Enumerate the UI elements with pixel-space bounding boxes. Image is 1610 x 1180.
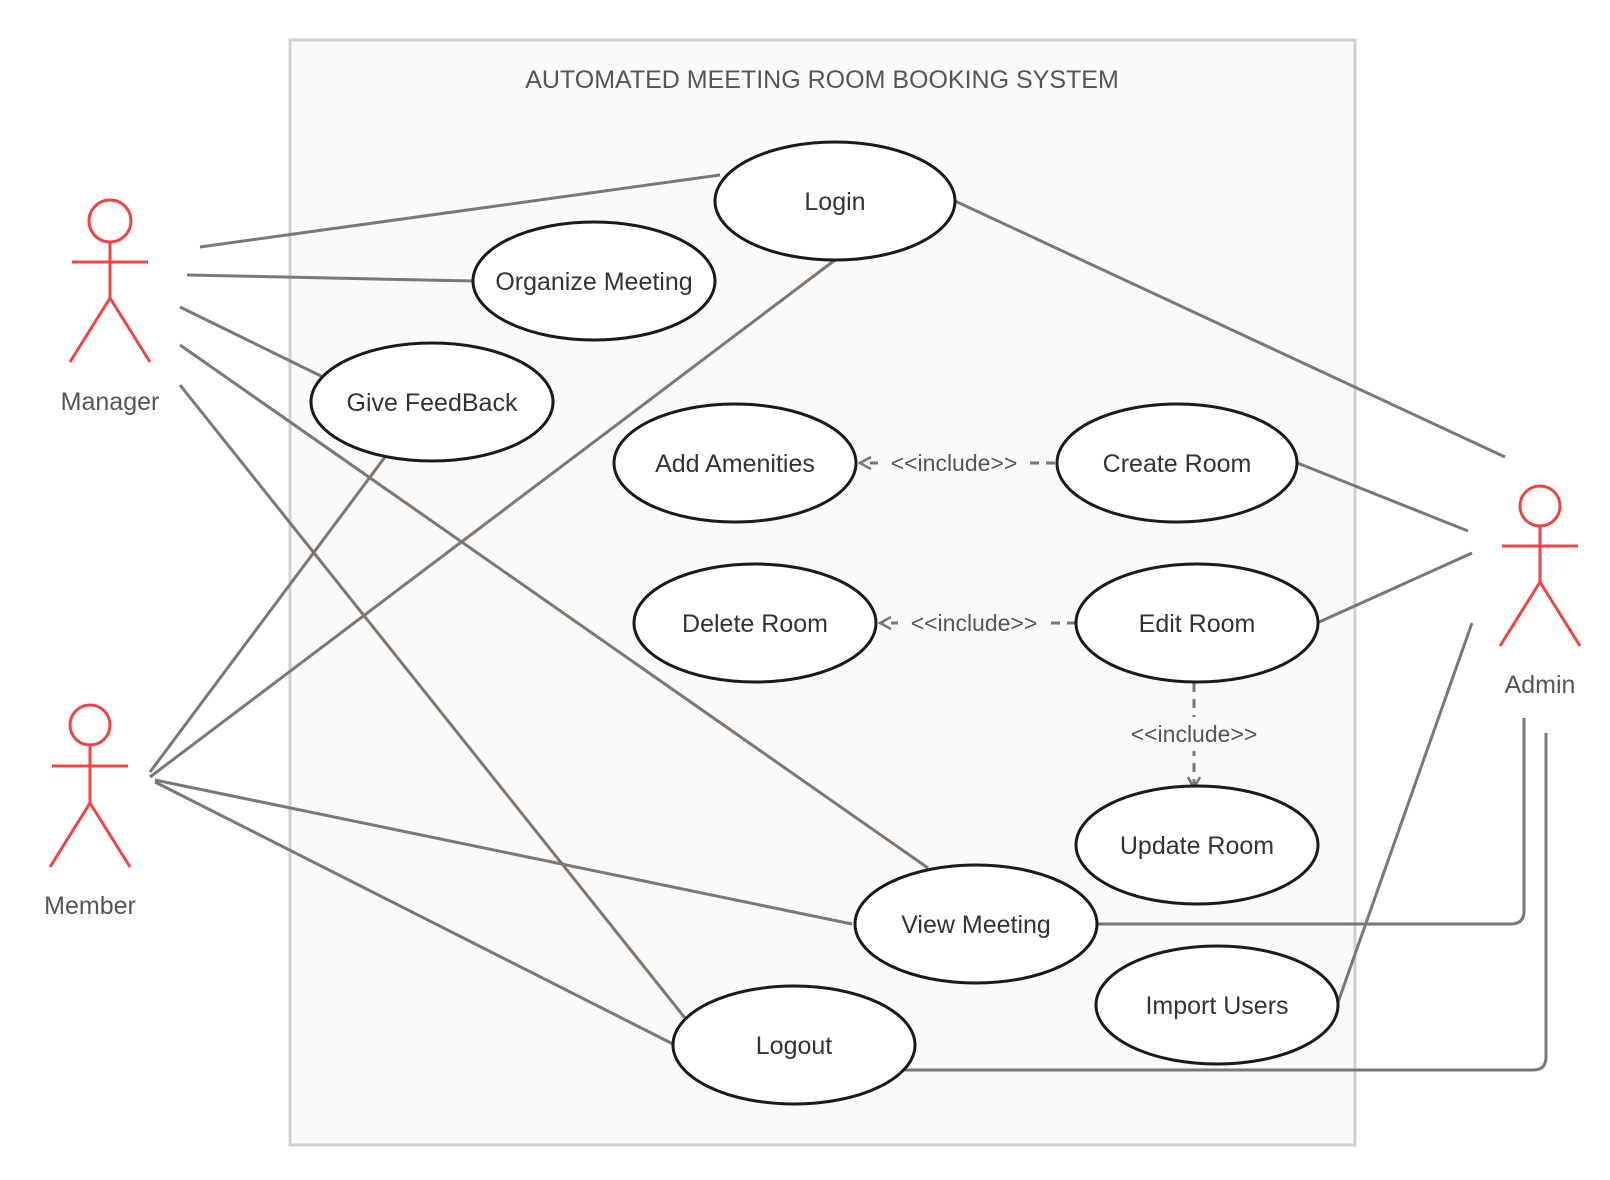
assoc-admin-importusers [1334,622,1474,1009]
include-label-bg [898,606,1050,640]
use-case-organize-meeting[interactable]: Organize Meeting [471,220,717,342]
actor-member[interactable]: Member [44,703,136,920]
actor-label-admin: Admin [1505,671,1576,699]
use-case-label: Give FeedBack [347,389,518,417]
assoc-admin-login [954,199,1506,459]
use-case-label: Delete Room [682,610,828,638]
assoc-manager-login [199,173,721,249]
actor-admin[interactable]: Admin [1498,484,1582,699]
use-case-label: Logout [756,1032,833,1060]
use-case-label: Organize Meeting [495,268,692,296]
include-label-bg [878,446,1030,480]
use-case-delete-room[interactable]: Delete Room [632,562,878,684]
assoc-member-viewmeeting [154,778,853,926]
assoc-member-feedback [148,456,387,773]
assoc-member-login [149,258,836,779]
use-case-logout[interactable]: Logout [671,984,917,1106]
use-case-label: Update Room [1120,832,1274,860]
actor-head-icon [68,703,112,747]
include-label-create: <<include>> [891,450,1018,476]
use-cases: Login Organize Meeting Give FeedBack Add… [309,140,1340,1106]
use-case-view-meeting[interactable]: View Meeting [853,863,1099,985]
include-label-edit: <<include>> [911,610,1038,636]
actor-head-icon [87,198,133,244]
use-case-label: View Meeting [901,911,1051,939]
use-case-create-room[interactable]: Create Room [1055,402,1299,524]
use-case-update-room[interactable]: Update Room [1074,784,1320,906]
use-case-give-feedback[interactable]: Give FeedBack [309,341,555,463]
use-case-label: Edit Room [1139,610,1256,638]
use-case-label: Add Amenities [655,450,815,478]
include-label-bg [1118,717,1270,751]
actor-label-member: Member [44,892,136,920]
use-case-edit-room[interactable]: Edit Room [1074,562,1320,684]
assoc-member-logout [154,780,674,1046]
use-case-label: Login [804,188,865,216]
assoc-admin-createroom [1294,460,1469,533]
use-case-label: Import Users [1145,992,1288,1020]
use-case-add-amenities[interactable]: Add Amenities [612,402,858,524]
assoc-manager-feedback [179,305,326,380]
assoc-admin-editroom [1316,551,1473,625]
actor-head-icon [1518,484,1562,528]
include-label-update: <<include>> [1131,721,1258,747]
associations [148,173,1548,1072]
assoc-manager-logout [178,384,687,1019]
actor-manager[interactable]: Manager [61,198,160,416]
assoc-manager-organize [186,273,474,283]
use-case-import-users[interactable]: Import Users [1094,944,1340,1066]
use-case-label: Create Room [1103,450,1252,478]
assoc-admin-viewmeeting [1094,718,1526,926]
use-case-login[interactable]: Login [713,140,957,262]
actor-label-manager: Manager [61,388,160,416]
system-title: AUTOMATED MEETING ROOM BOOKING SYSTEM [525,66,1119,94]
assoc-manager-viewmeeting [179,343,929,870]
assoc-admin-logout [903,733,1548,1072]
